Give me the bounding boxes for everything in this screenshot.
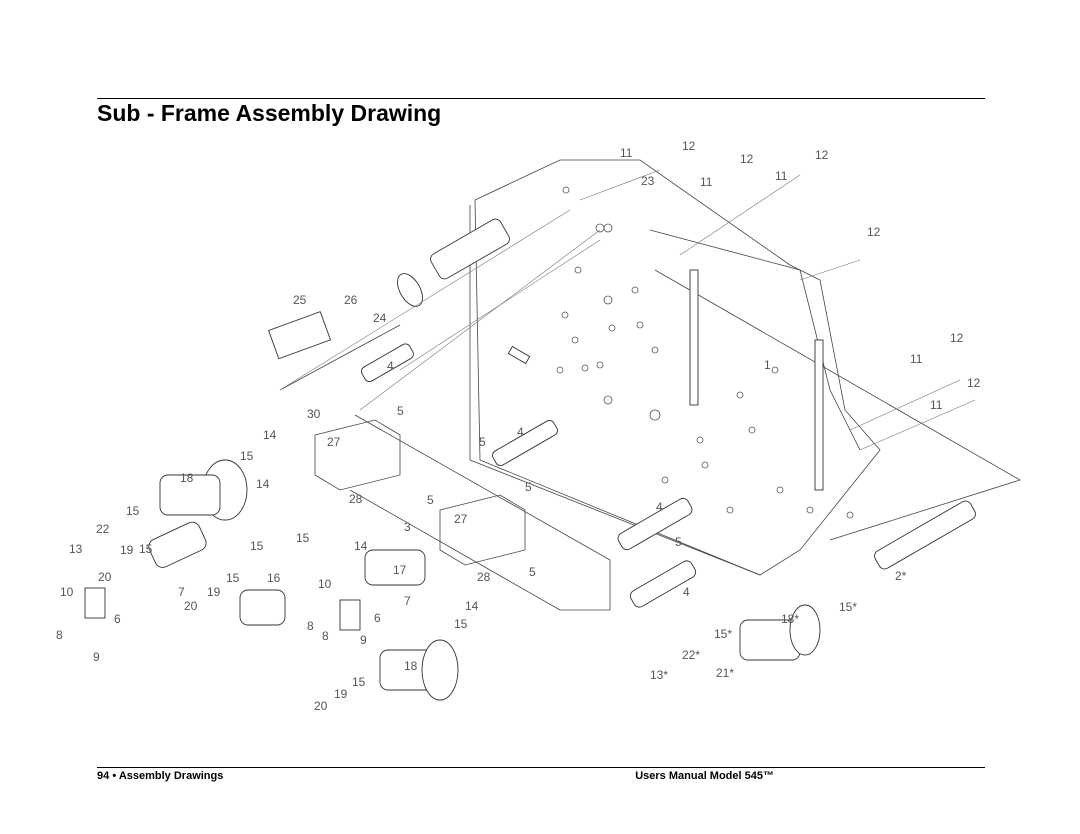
callout-label: 26	[344, 293, 358, 307]
footer-left: 94 • Assembly Drawings	[97, 770, 223, 782]
callout-labels: 11 12 23 12 11 12 11 12 25 26 24 4 1 12 …	[56, 139, 981, 713]
callout-label: 15	[139, 542, 153, 556]
callout-label: 6	[374, 611, 381, 625]
page-title: Sub - Frame Assembly Drawing	[97, 100, 442, 126]
callout-label: 14	[256, 477, 270, 491]
callout-label: 17	[393, 563, 407, 577]
callout-label: 4	[683, 585, 690, 599]
callout-label: 14	[465, 599, 479, 613]
callout-label: 1	[764, 358, 771, 372]
frame-plate	[469, 159, 1021, 576]
callout-label: 15*	[714, 627, 732, 641]
callout-label: 27	[454, 512, 468, 526]
callout-label: 2*	[895, 569, 907, 583]
header-rule	[97, 98, 985, 99]
callout-label: 5	[397, 404, 404, 418]
callout-label: 14	[354, 539, 368, 553]
callout-label: 15	[240, 449, 254, 463]
callout-label: 15	[126, 504, 140, 518]
callout-label: 20	[184, 599, 198, 613]
callout-label: 22	[96, 522, 110, 536]
callout-label: 16	[267, 571, 281, 585]
callout-label: 15	[250, 539, 264, 553]
callout-label: 5	[525, 480, 532, 494]
callout-label: 27	[327, 435, 341, 449]
callout-label: 15*	[839, 600, 857, 614]
callout-label: 10	[318, 577, 332, 591]
callout-label: 21*	[716, 666, 734, 680]
callout-label: 5	[427, 493, 434, 507]
callout-label: 9	[360, 633, 367, 647]
section-name: Assembly Drawings	[118, 770, 224, 782]
parts	[84, 218, 976, 701]
callout-label: 28	[477, 570, 491, 584]
callout-label: 8	[307, 619, 314, 633]
callout-label: 18	[180, 471, 194, 485]
callout-label: 4	[517, 425, 524, 439]
callout-label: 11	[930, 398, 943, 412]
callout-label: 23	[641, 174, 655, 188]
footer-rule	[97, 767, 985, 768]
callout-label: 19	[207, 585, 221, 599]
callout-label: 12	[815, 148, 829, 162]
callout-label: 11	[910, 352, 923, 366]
callout-label: 22*	[682, 648, 700, 662]
callout-label: 18*	[781, 612, 799, 626]
callout-label: 11	[620, 146, 633, 160]
callout-label: 19	[120, 543, 134, 557]
callout-label: 13*	[650, 668, 668, 682]
callout-label: 7	[178, 585, 185, 599]
callout-label: 20	[314, 699, 328, 713]
callout-label: 20	[98, 570, 112, 584]
assembly-drawing: 11 12 23 12 11 12 11 12 25 26 24 4 1 12 …	[56, 139, 1021, 713]
page-number: 94	[97, 770, 110, 782]
callout-label: 4	[387, 359, 394, 373]
callout-label: 24	[373, 311, 387, 325]
callout-label: 11	[775, 169, 788, 183]
callout-label: 3	[404, 520, 411, 534]
callout-label: 5	[529, 565, 536, 579]
callout-label: 12	[950, 331, 964, 345]
callout-label: 30	[307, 407, 321, 421]
callout-label: 8	[56, 628, 63, 642]
callout-label: 14	[263, 428, 277, 442]
callout-label: 18	[404, 659, 418, 673]
bullet-separator: •	[112, 770, 117, 782]
callout-label: 13	[69, 542, 83, 556]
callout-label: 8	[322, 629, 329, 643]
callout-label: 15	[296, 531, 310, 545]
callout-label: 6	[114, 612, 121, 626]
callout-label: 12	[867, 225, 881, 239]
leader-lines	[279, 169, 976, 451]
callout-label: 19	[334, 687, 348, 701]
callout-label: 12	[682, 139, 696, 153]
callout-label: 10	[60, 585, 74, 599]
callout-label: 5	[479, 435, 486, 449]
callout-label: 28	[349, 492, 363, 506]
callout-label: 15	[454, 617, 468, 631]
manual-title: Users Manual Model 545™	[635, 770, 774, 782]
callout-label: 11	[700, 175, 713, 189]
callout-label: 12	[740, 152, 754, 166]
callout-label: 4	[656, 500, 663, 514]
callout-label: 5	[675, 535, 682, 549]
callout-label: 15	[352, 675, 366, 689]
callout-label: 9	[93, 650, 100, 664]
callout-label: 25	[293, 293, 307, 307]
callout-label: 12	[967, 376, 981, 390]
callout-label: 7	[404, 594, 411, 608]
callout-label: 15	[226, 571, 240, 585]
